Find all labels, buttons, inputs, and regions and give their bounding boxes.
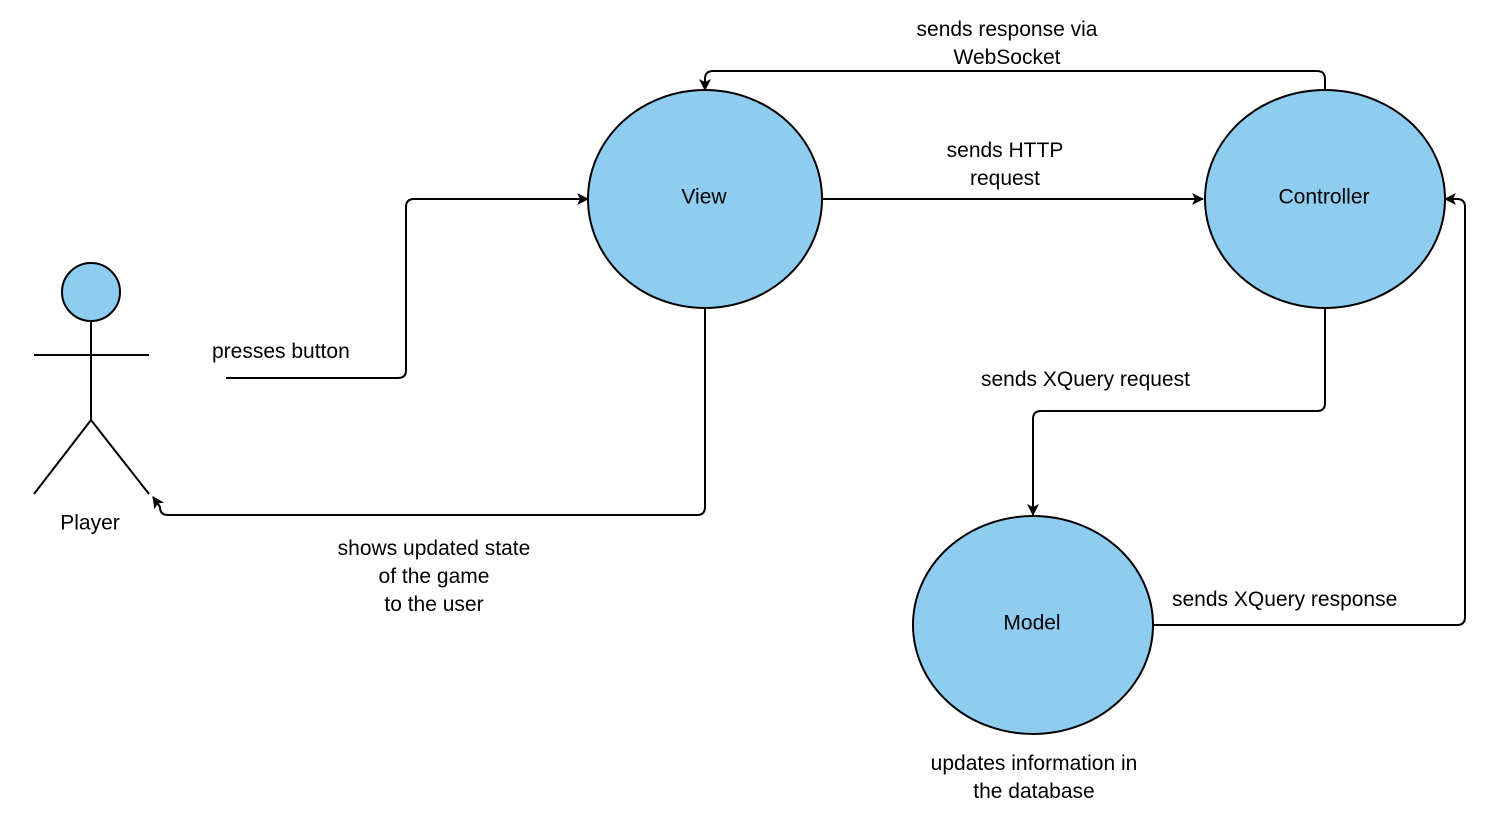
edge-presses-button <box>226 193 589 379</box>
label-sends-xquery-request: sends XQuery request <box>981 366 1190 394</box>
label-sends-http-request: sends HTTP request <box>905 137 1105 193</box>
player-actor: Player <box>33 262 150 535</box>
controller-ellipse <box>1204 89 1446 309</box>
label-sends-xquery-request-text: sends XQuery request <box>981 368 1190 391</box>
edge-sends-response-websocket <box>699 70 1326 91</box>
label-presses-button-text: presses button <box>212 340 350 363</box>
label-sends-http-line-2: request <box>969 167 1041 190</box>
edge-sends-xquery-response <box>1153 193 1466 626</box>
label-sends-response-line-1: sends response via <box>916 18 1098 41</box>
edge-shows-updated-state <box>152 308 706 516</box>
controller-node: Controller <box>1204 89 1446 309</box>
edge-sends-xquery-request <box>1027 308 1326 516</box>
player-head <box>61 262 121 322</box>
label-model-note-line-1: updates information in <box>930 752 1138 775</box>
model-label: Model <box>1003 612 1060 635</box>
view-ellipse <box>587 89 823 309</box>
controller-label: Controller <box>1278 186 1369 209</box>
label-model-note: updates information in the database <box>904 750 1164 806</box>
player-label: Player <box>60 512 120 535</box>
label-shows-updated-line-2: of the game <box>378 565 490 588</box>
label-model-note-line-2: the database <box>973 780 1095 803</box>
label-presses-button: presses button <box>212 338 350 366</box>
label-sends-response-websocket: sends response via WebSocket <box>882 16 1132 72</box>
player-right-leg <box>90 419 150 495</box>
label-sends-xquery-response-text: sends XQuery response <box>1172 588 1398 611</box>
view-label: View <box>681 186 727 209</box>
label-sends-http-line-1: sends HTTP <box>946 139 1064 162</box>
model-node: Model <box>912 515 1154 735</box>
label-sends-response-line-2: WebSocket <box>953 46 1061 69</box>
label-shows-updated-line-3: to the user <box>384 593 484 616</box>
view-node: View <box>587 89 823 309</box>
label-shows-updated-line-1: shows updated state <box>337 537 531 560</box>
label-shows-updated-state: shows updated state of the game to the u… <box>314 535 554 619</box>
model-ellipse <box>912 515 1154 735</box>
label-sends-xquery-response: sends XQuery response <box>1172 586 1397 614</box>
player-left-leg <box>33 419 92 495</box>
